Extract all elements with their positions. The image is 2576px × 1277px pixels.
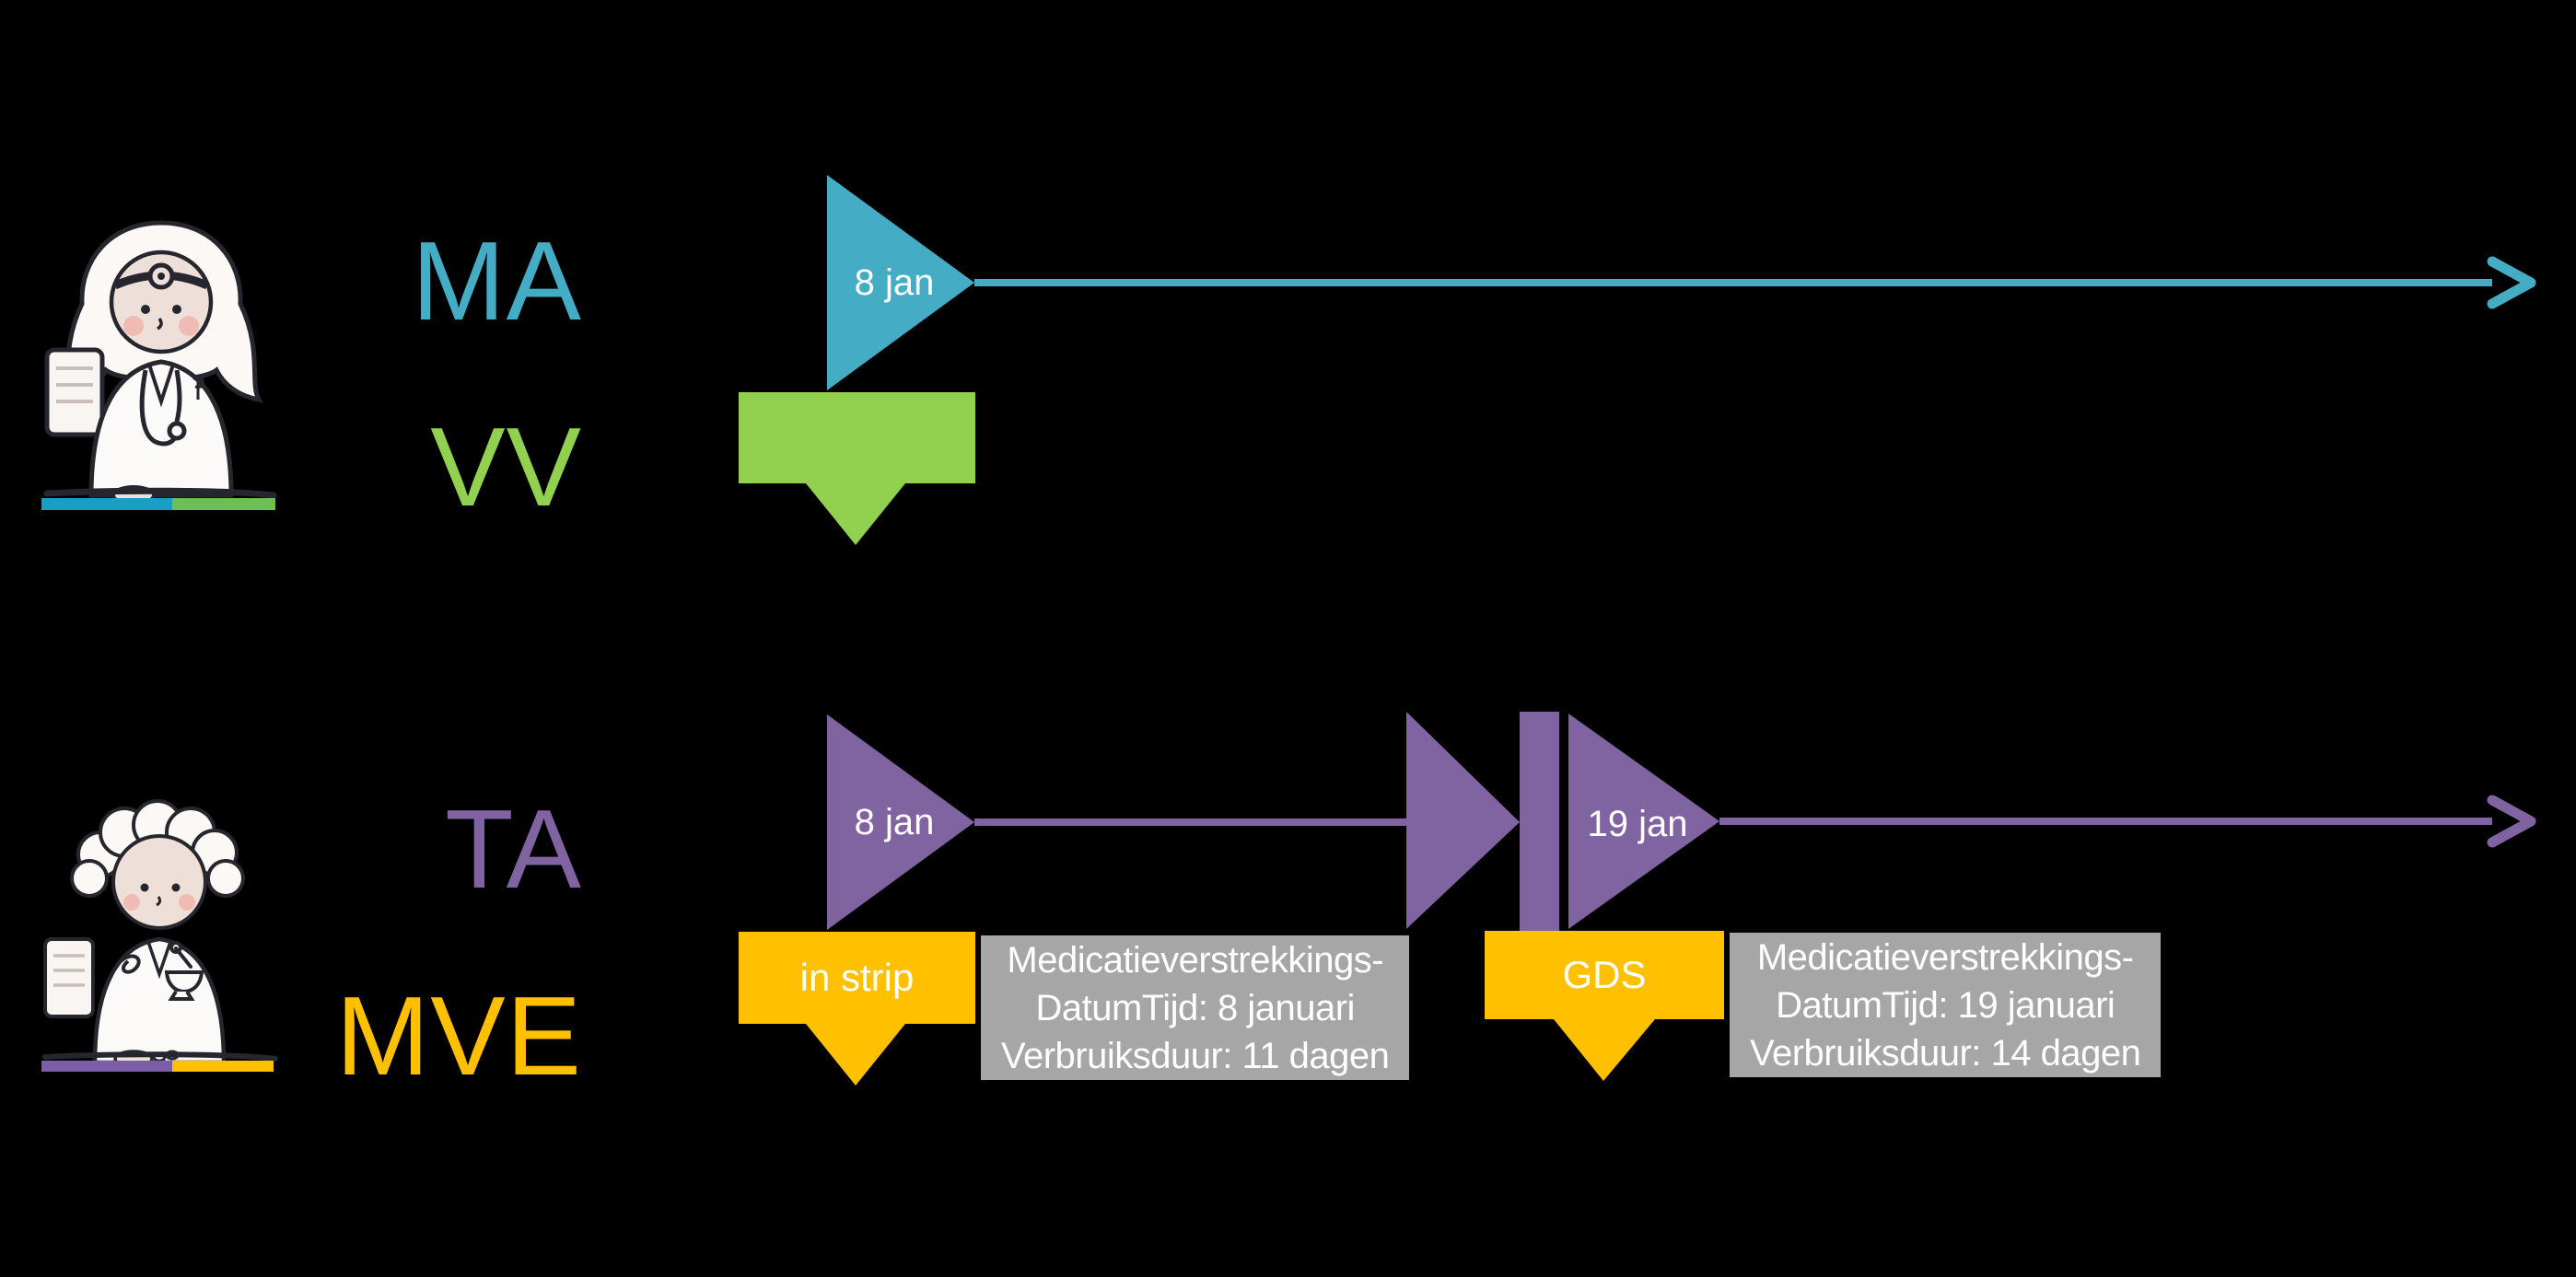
note-mve-1: Medicatieverstrekkings- DatumTijd: 8 jan… bbox=[981, 935, 1410, 1080]
banner-yellow-instrip bbox=[739, 932, 975, 1085]
note-line: Verbruiksduur: 11 dagen bbox=[1001, 1035, 1390, 1076]
doctor-computer-icon bbox=[44, 347, 105, 437]
mortar-foot bbox=[168, 990, 195, 1001]
timeline-line-purple-1 bbox=[974, 818, 1406, 826]
arrowhead-purple-icon bbox=[2487, 795, 2536, 848]
pharmacist-eye-left bbox=[140, 883, 149, 892]
flag-8jan-purple bbox=[827, 714, 974, 930]
note-line: Medicatieverstrekkings- bbox=[1756, 936, 2134, 978]
pharmacist-blush-right bbox=[179, 894, 195, 911]
pharmacist-coat bbox=[92, 936, 227, 1065]
pharmacist-blush-left bbox=[123, 894, 140, 911]
timeline-line-purple-2 bbox=[1719, 818, 2492, 825]
label-vv: VV bbox=[430, 404, 582, 529]
banner-green bbox=[739, 392, 975, 545]
flag-date-ta-1: 8 jan bbox=[854, 801, 935, 842]
prescriber-timeline bbox=[739, 175, 2536, 545]
caduceus-doodle bbox=[192, 375, 204, 400]
doctor-desk-teal-bar bbox=[41, 498, 172, 510]
doctor-collar bbox=[147, 364, 175, 408]
coat-squiggle bbox=[119, 954, 141, 974]
note-line: DatumTijd: 8 januari bbox=[1035, 987, 1355, 1028]
doctor-desk-edge bbox=[43, 487, 277, 499]
note-line: DatumTijd: 19 januari bbox=[1776, 984, 2116, 1026]
pharmacist-collar bbox=[146, 941, 172, 980]
pharmacist-computer-lines bbox=[53, 954, 85, 987]
end-marker-bar bbox=[1520, 712, 1559, 931]
head-mirror-dot bbox=[157, 273, 165, 280]
label-mve: MVE bbox=[335, 973, 582, 1098]
timeline-line-teal bbox=[974, 279, 2492, 286]
doctor-nose bbox=[157, 317, 163, 331]
note-mve-2: Medicatieverstrekkings- DatumTijd: 19 ja… bbox=[1730, 933, 2162, 1077]
banner-label-instrip: in strip bbox=[799, 956, 915, 999]
doctor-illustration-icon bbox=[41, 220, 277, 510]
banner-label-gds: GDS bbox=[1562, 953, 1647, 996]
pharmacist-computer-icon bbox=[43, 937, 95, 1018]
stethoscope-chestpiece bbox=[167, 421, 187, 441]
doctor-coat bbox=[88, 359, 234, 498]
pharmacist-desk-purple-bar bbox=[41, 1061, 172, 1072]
pharmacist-nose bbox=[156, 896, 162, 907]
flag-8jan-teal bbox=[827, 175, 974, 390]
doctor-computer-lines bbox=[56, 366, 93, 403]
stethoscope-tube bbox=[174, 369, 182, 423]
pharmacist-illustration-icon bbox=[41, 799, 278, 1072]
pharmacist-desk-yellow-bar bbox=[172, 1061, 274, 1072]
pharmacy-timeline bbox=[739, 712, 2536, 1085]
pestle-icon bbox=[174, 946, 192, 969]
banner-yellow-gds bbox=[1485, 931, 1724, 1081]
doctor-blush-right bbox=[179, 316, 199, 336]
pharmacist-face bbox=[111, 834, 207, 930]
arrowhead-teal-icon bbox=[2487, 256, 2536, 309]
flag-19jan-purple bbox=[1568, 714, 1719, 929]
doctor-eye-right bbox=[172, 305, 181, 314]
flag-date-ta-2: 19 jan bbox=[1587, 803, 1688, 844]
note-line: Verbruiksduur: 14 dagen bbox=[1750, 1032, 2141, 1074]
note-line: Medicatieverstrekkings- bbox=[1007, 939, 1384, 981]
end-marker-triangle bbox=[1406, 712, 1520, 929]
doctor-eye-left bbox=[141, 305, 150, 314]
doctor-desk-green-bar bbox=[172, 498, 275, 510]
doctor-blush-left bbox=[123, 316, 144, 336]
flag-date-ma: 8 jan bbox=[854, 261, 935, 303]
pharmacist-eye-right bbox=[171, 883, 181, 892]
pharmacist-desk-edge bbox=[42, 1051, 278, 1062]
mortar-icon bbox=[164, 970, 204, 994]
label-ma: MA bbox=[412, 218, 582, 343]
label-ta: TA bbox=[445, 786, 582, 911]
